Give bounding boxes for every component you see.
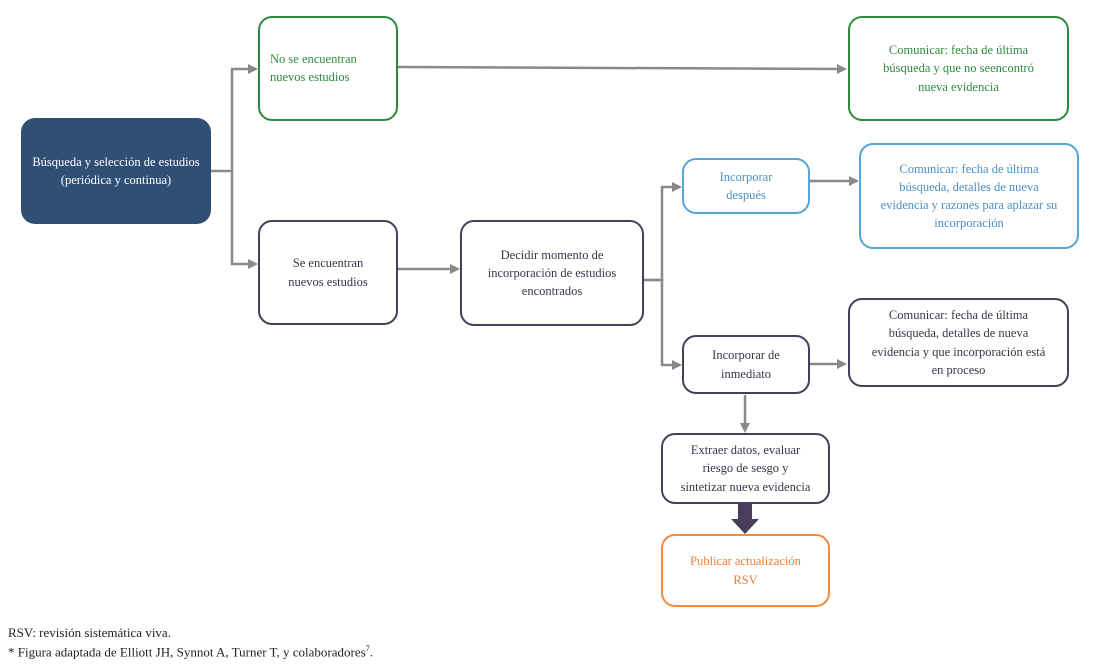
arrow-not-found-to-communicate xyxy=(397,63,847,74)
node-search: Búsqueda y selección de estudios (periód… xyxy=(21,118,211,224)
node-communicate-no-evidence-label: Comunicar: fecha de última búsqueda y qu… xyxy=(883,43,1034,94)
node-search-label: Búsqueda y selección de estudios (periód… xyxy=(32,154,200,187)
node-not-found: No se encuentran nuevos estudios xyxy=(258,16,398,121)
footnote-source: * Figura adaptada de Elliott JH, Synnot … xyxy=(8,644,373,660)
node-communicate-postpone: Comunicar: fecha de última búsqueda, det… xyxy=(859,143,1079,249)
node-incorporate-now: Incorporar de inmediato xyxy=(682,335,810,394)
node-communicate-in-process: Comunicar: fecha de última búsqueda, det… xyxy=(848,298,1069,387)
node-communicate-in-process-label: Comunicar: fecha de última búsqueda, det… xyxy=(871,308,1046,377)
footnote-source-text: * Figura adaptada de Elliott JH, Synnot … xyxy=(8,644,366,660)
node-communicate-postpone-label: Comunicar: fecha de última búsqueda, det… xyxy=(880,161,1058,231)
arrow-search-to-not-found xyxy=(210,64,258,173)
node-publish-label: Publicar actualización RSV xyxy=(690,554,801,587)
footnote-source-end: . xyxy=(369,644,373,660)
node-incorporate-now-label: Incorporar de inmediato xyxy=(712,348,780,381)
arrow-decide-to-later xyxy=(644,182,682,282)
node-extract-label: Extraer datos, evaluar riesgo de sesgo y… xyxy=(680,443,811,494)
footnote-source-ref: 7 xyxy=(365,644,370,653)
node-incorporate-later-label: Incorporar después xyxy=(719,169,773,202)
node-publish: Publicar actualización RSV xyxy=(661,534,830,607)
arrow-decide-to-now xyxy=(644,278,682,370)
node-extract: Extraer datos, evaluar riesgo de sesgo y… xyxy=(661,433,830,504)
node-decide: Decidir momento de incorporación de estu… xyxy=(460,220,644,326)
node-incorporate-later: Incorporar después xyxy=(682,158,810,214)
node-decide-label: Decidir momento de incorporación de estu… xyxy=(487,247,617,299)
footnote-abbreviation-text: RSV: revisión sistemática viva. xyxy=(8,625,171,640)
node-communicate-no-evidence: Comunicar: fecha de última búsqueda y qu… xyxy=(848,16,1069,121)
node-found: Se encuentran nuevos estudios xyxy=(258,220,398,325)
node-not-found-label: No se encuentran nuevos estudios xyxy=(270,52,357,85)
footnote-abbreviation: RSV: revisión sistemática viva. xyxy=(8,625,171,641)
thick-arrow-extract-to-publish xyxy=(731,504,759,534)
node-found-label: Se encuentran nuevos estudios xyxy=(288,256,368,289)
arrow-search-to-found xyxy=(230,171,258,269)
